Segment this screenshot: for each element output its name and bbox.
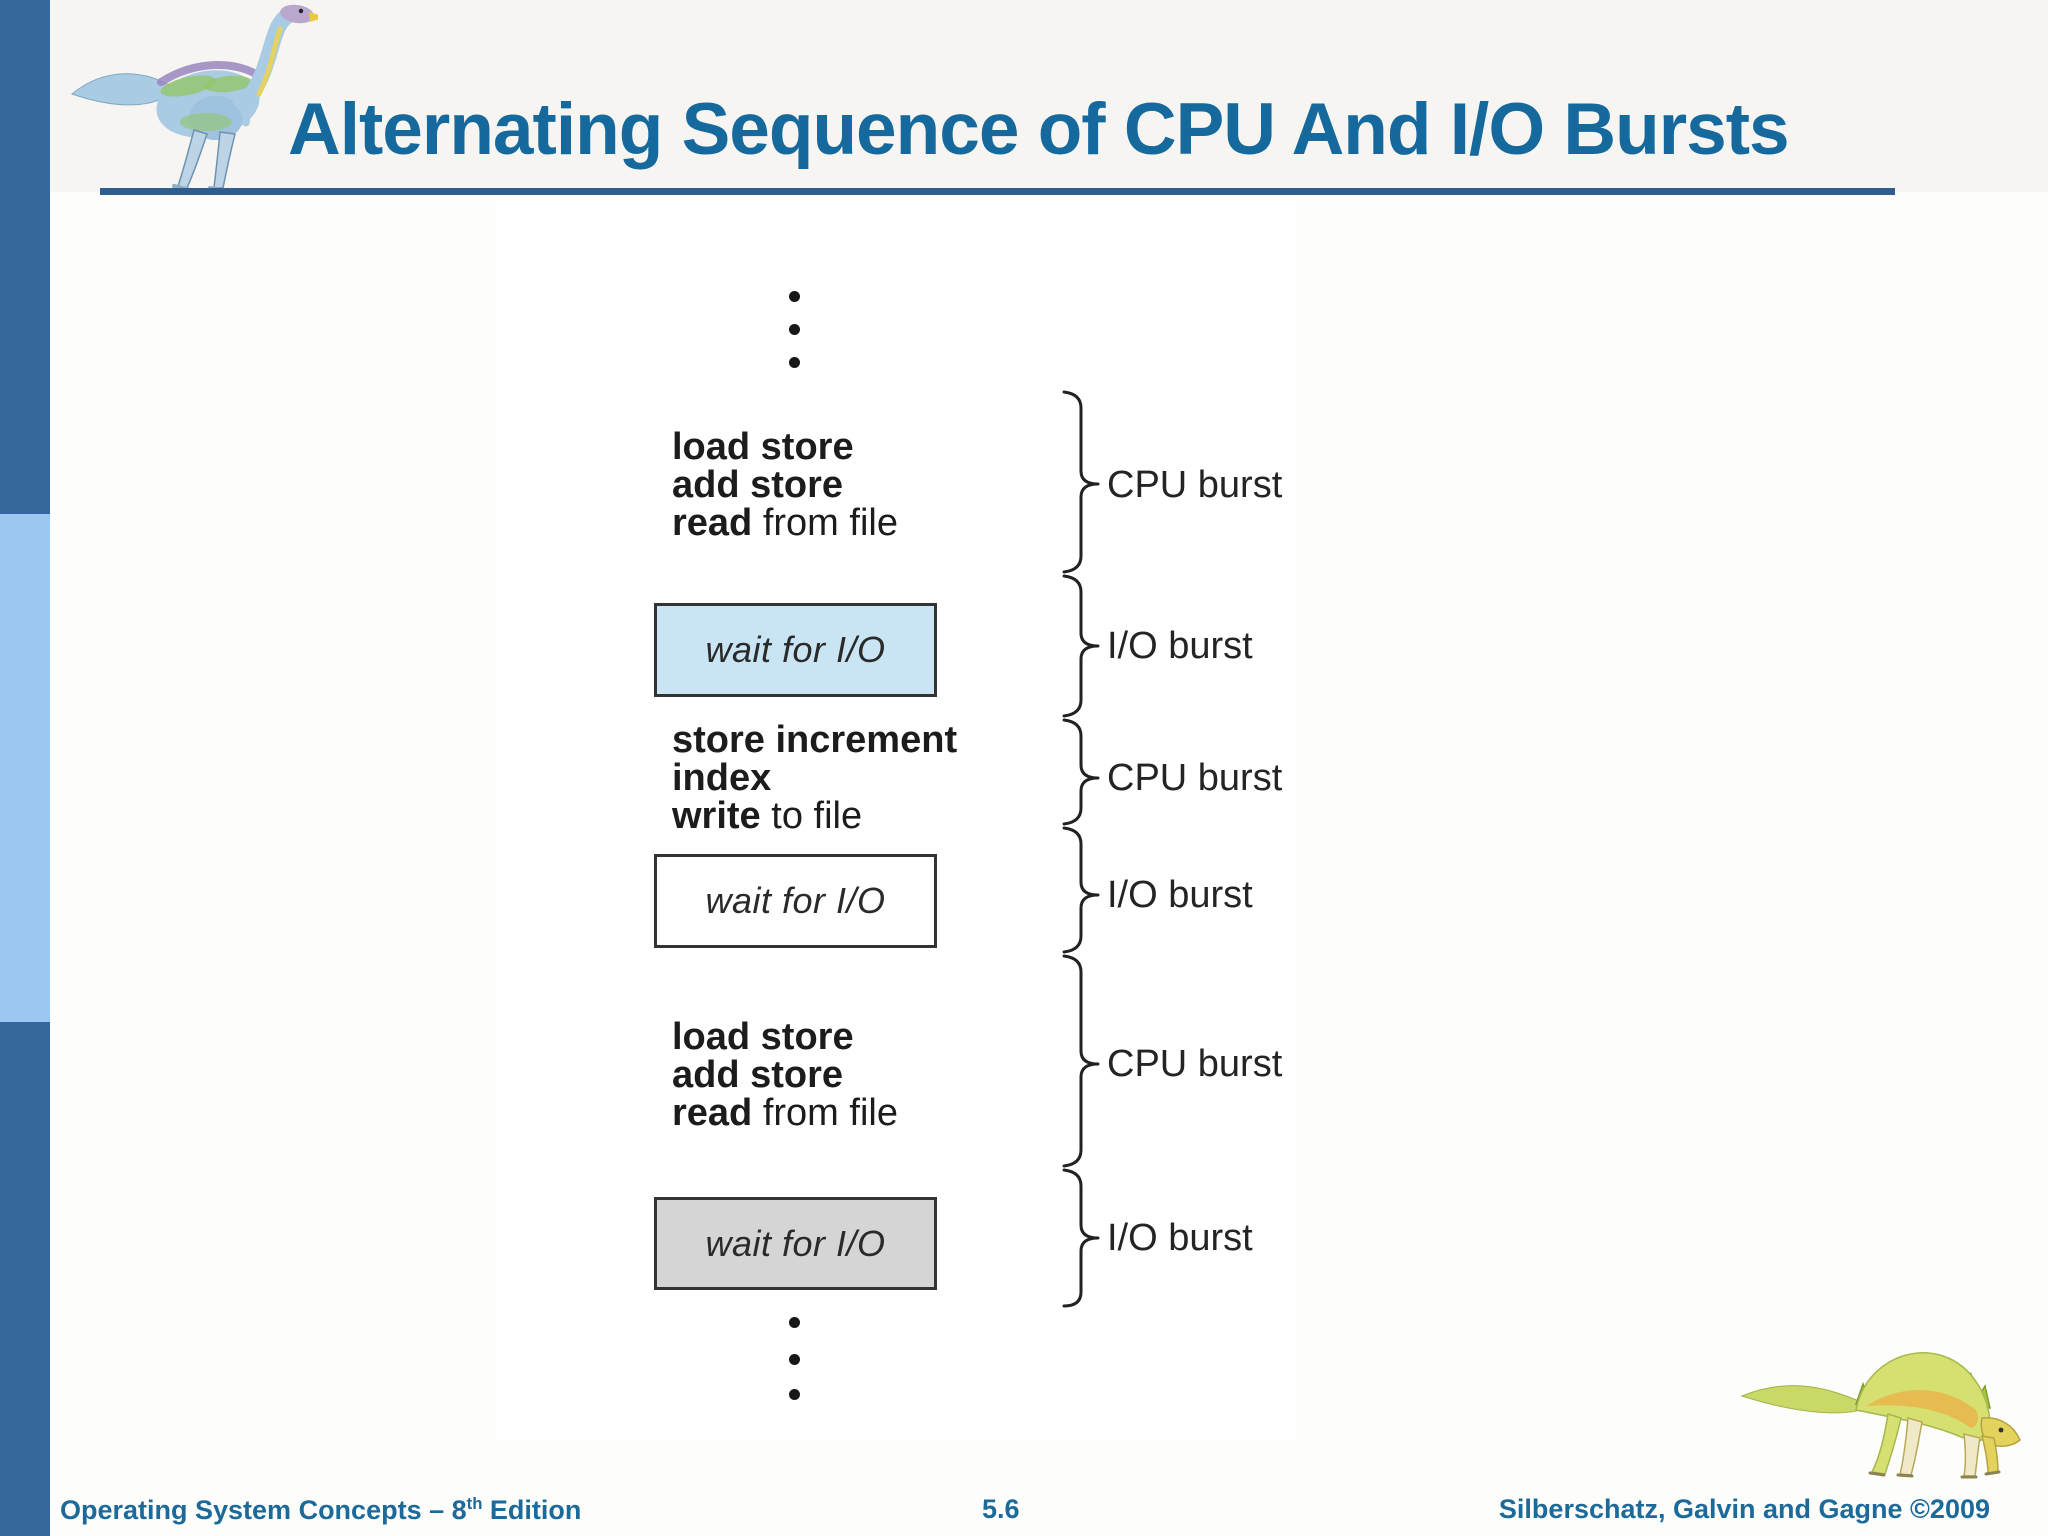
instruction-strong-text: load store bbox=[672, 1016, 854, 1058]
cpu-instructions-block-1: load store add store read from file bbox=[672, 428, 1072, 542]
burst-label-cpu-3: CPU burst bbox=[1107, 1043, 1283, 1085]
wait-for-io-box-1: wait for I/O bbox=[654, 603, 937, 697]
dot bbox=[789, 1389, 800, 1400]
burst-label-io-2: I/O burst bbox=[1107, 874, 1253, 916]
code-line: add store bbox=[672, 466, 1072, 504]
instruction-strong-text: write bbox=[672, 795, 761, 837]
dot bbox=[789, 324, 800, 335]
burst-label-cpu-2: CPU burst bbox=[1107, 757, 1283, 799]
code-line: index bbox=[672, 759, 1072, 797]
code-line: store increment bbox=[672, 721, 1072, 759]
footer-book-title-text: Operating System Concepts – 8 bbox=[60, 1495, 467, 1525]
wait-for-io-box-3: wait for I/O bbox=[654, 1197, 937, 1290]
code-line: read from file bbox=[672, 504, 1072, 542]
code-line: write to file bbox=[672, 797, 1072, 835]
footer-edition-text: Edition bbox=[482, 1495, 582, 1525]
code-line: add store bbox=[672, 1056, 1072, 1094]
sail-dinosaur-image bbox=[1740, 1352, 2021, 1479]
wait-for-io-label: wait for I/O bbox=[705, 1222, 886, 1264]
footer-authors: Silberschatz, Galvin and Gagne ©2009 bbox=[1498, 1494, 1990, 1524]
instruction-strong-text: index bbox=[672, 757, 772, 799]
title-underline-rule bbox=[100, 188, 1895, 195]
instruction-normal-text: from file bbox=[752, 502, 898, 544]
burst-label-cpu-1: CPU burst bbox=[1107, 464, 1283, 506]
code-line: load store bbox=[672, 428, 1072, 466]
wait-for-io-label: wait for I/O bbox=[705, 629, 886, 670]
cpu-instructions-block-3: load store add store read from file bbox=[672, 1018, 1072, 1132]
dot bbox=[789, 1317, 800, 1328]
cpu-instructions-block-2: store increment index write to file bbox=[672, 721, 1072, 835]
dot bbox=[789, 357, 800, 368]
instruction-strong-text: read bbox=[672, 502, 753, 544]
instruction-normal-text: from file bbox=[752, 1092, 898, 1134]
slide-page-number: 5.6 bbox=[982, 1494, 1020, 1524]
sidebar-stripe-top bbox=[0, 0, 50, 514]
instruction-strong-text: read bbox=[672, 1092, 753, 1134]
dot bbox=[789, 291, 800, 302]
instruction-strong-text: add store bbox=[672, 1054, 844, 1096]
instruction-strong-text: store increment bbox=[672, 719, 958, 761]
sidebar-stripe-middle bbox=[0, 514, 50, 1022]
page-title: Alternating Sequence of CPU And I/O Burs… bbox=[288, 89, 1790, 170]
instruction-strong-text: add store bbox=[672, 464, 844, 506]
instruction-normal-text: to file bbox=[760, 795, 863, 837]
instruction-strong-text: load store bbox=[672, 426, 854, 468]
footer-book-title: Operating System Concepts – 8th Edition bbox=[60, 1494, 581, 1526]
footer-edition-superscript: th bbox=[466, 1494, 483, 1513]
dot bbox=[789, 1354, 800, 1365]
code-line: read from file bbox=[672, 1094, 1072, 1132]
wait-for-io-label: wait for I/O bbox=[705, 880, 886, 921]
burst-label-io-3: I/O burst bbox=[1107, 1217, 1253, 1259]
sidebar-stripe-bottom bbox=[0, 1022, 50, 1536]
burst-label-io-1: I/O burst bbox=[1107, 625, 1253, 667]
title-band bbox=[0, 0, 2048, 192]
code-line: load store bbox=[672, 1018, 1072, 1056]
gallimimus-dinosaur-logo-icon bbox=[70, 4, 318, 193]
wait-for-io-box-2: wait for I/O bbox=[654, 854, 937, 948]
